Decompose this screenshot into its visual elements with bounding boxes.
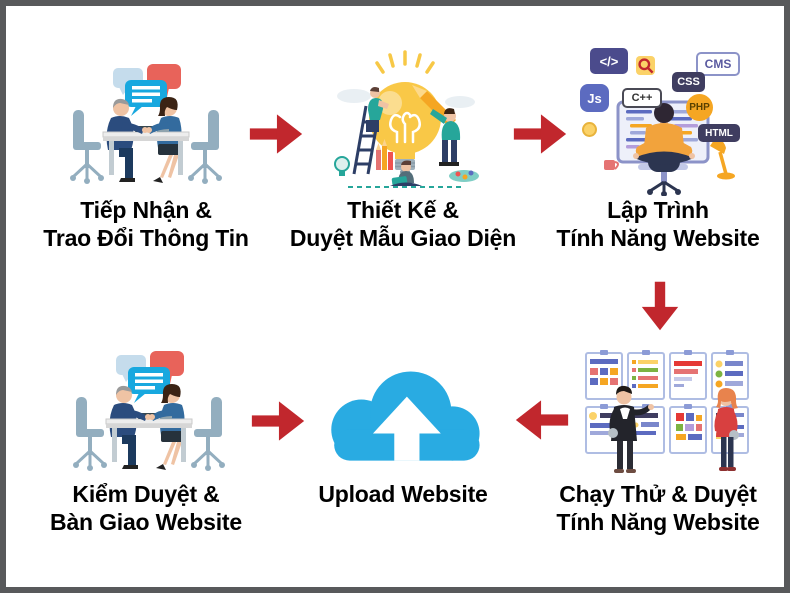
step-label-review: Kiểm Duyệt & Bàn Giao Website <box>18 480 274 536</box>
html-badge: HTML <box>698 124 740 142</box>
meeting-illustration <box>61 52 231 192</box>
step-label-review-line1: Kiểm Duyệt & <box>72 481 220 507</box>
step-label-develop: Lập Trình Tính Năng Website <box>530 196 784 252</box>
cpp-badge: C++ <box>622 88 662 108</box>
step-label-test: Chạy Thử & Duyệt Tính Năng Website <box>530 480 784 536</box>
magnifier-icon <box>636 56 655 75</box>
js-badge: Js <box>580 84 609 112</box>
step-label-upload: Upload Website <box>275 480 531 508</box>
step-label-review-line2: Bàn Giao Website <box>50 509 242 535</box>
step-label-design-line2: Duyệt Mẫu Giao Diện <box>289 225 517 251</box>
css-badge: CSS <box>672 72 705 92</box>
step-label-test-line2: Tính Năng Website <box>556 509 760 535</box>
cms-badge: CMS <box>696 52 740 76</box>
coin-icon <box>582 122 597 137</box>
arrow-right-review-to-upload-icon <box>250 399 306 443</box>
arrow-right-intake-to-design-icon <box>248 112 304 156</box>
step-label-upload-line1: Upload Website <box>318 481 488 507</box>
code-tag-badge: </> <box>590 48 628 74</box>
step-label-design-line1: Thiết Kế & <box>347 197 459 223</box>
step-label-develop-line1: Lập Trình <box>607 197 709 223</box>
coding-illustration: </> CMS CSS Js C++ PHP HTML <box>578 46 748 196</box>
step-label-test-line1: Chạy Thử & Duyệt <box>559 481 757 507</box>
step-label-intake-line2: Trao Đổi Thông Tin <box>43 225 249 251</box>
step-label-design: Thiết Kế & Duyệt Mẫu Giao Diện <box>275 196 531 252</box>
step-label-intake-line1: Tiếp Nhận & <box>80 197 212 223</box>
php-badge: PHP <box>686 94 713 121</box>
step-label-intake: Tiếp Nhận & Trao Đổi Thông Tin <box>18 196 274 252</box>
arrow-left-test-to-upload-icon <box>514 398 570 442</box>
testing-illustration <box>576 339 756 479</box>
step-label-develop-line2: Tính Năng Website <box>556 225 760 251</box>
arrow-down-develop-to-test-icon <box>634 280 686 332</box>
design-lightbulb-illustration <box>320 46 490 196</box>
handover-meeting-illustration <box>64 339 234 479</box>
cloud-upload-icon <box>309 354 497 480</box>
arrow-right-design-to-develop-icon <box>512 112 568 156</box>
